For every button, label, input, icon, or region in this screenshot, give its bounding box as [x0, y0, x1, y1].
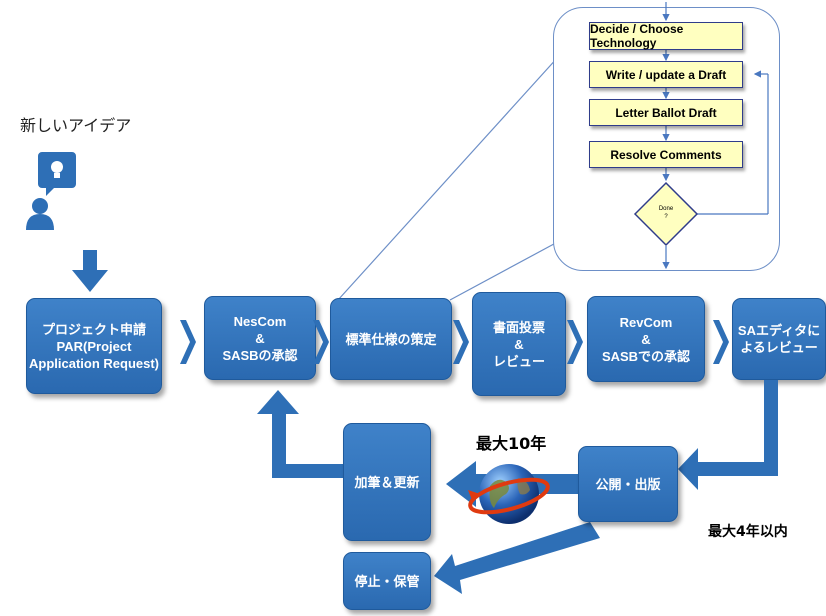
person-with-lightbulb-icon: [26, 152, 76, 230]
revcom-approval-box: RevCom & SASBでの承認: [587, 296, 705, 382]
amend-update-box: 加筆＆更新: [343, 423, 431, 541]
chevron-arrow-4: [567, 320, 583, 364]
new-idea-label: 新しいアイデア: [20, 116, 132, 135]
chevron-arrow-1: [180, 320, 196, 364]
par-application-box: プロジェクト申請 PAR(Project Application Request…: [26, 298, 162, 394]
chevron-arrow-5: [713, 320, 729, 364]
chevron-arrow-3: [453, 320, 469, 364]
publish-box: 公開・出版: [578, 446, 678, 522]
globe-with-circular-arrow-icon: [468, 464, 550, 524]
step-decide: Decide / Choose Technology: [589, 22, 743, 50]
step-write-draft: Write / update a Draft: [589, 61, 743, 88]
sa-editor-review-box: SAエディタに よるレビュー: [732, 298, 826, 380]
chevron-arrow-2: [313, 320, 329, 364]
max-4-years-label: 最大4年以内: [708, 524, 788, 540]
step-letter-ballot: Letter Ballot Draft: [589, 99, 743, 126]
step-resolve-comments: Resolve Comments: [589, 141, 743, 168]
down-arrow: [72, 250, 108, 292]
standard-development-box: 標準仕様の策定: [330, 298, 452, 380]
max-10-years-label: 最大10年: [476, 434, 547, 453]
ballot-review-box: 書面投票 & レビュー: [472, 292, 566, 396]
withdraw-archive-box: 停止・保管: [343, 552, 431, 610]
nescom-approval-box: NesCom & SASBの承認: [204, 296, 316, 380]
decision-diamond: [633, 181, 699, 247]
decision-label: Done ?: [658, 206, 674, 220]
